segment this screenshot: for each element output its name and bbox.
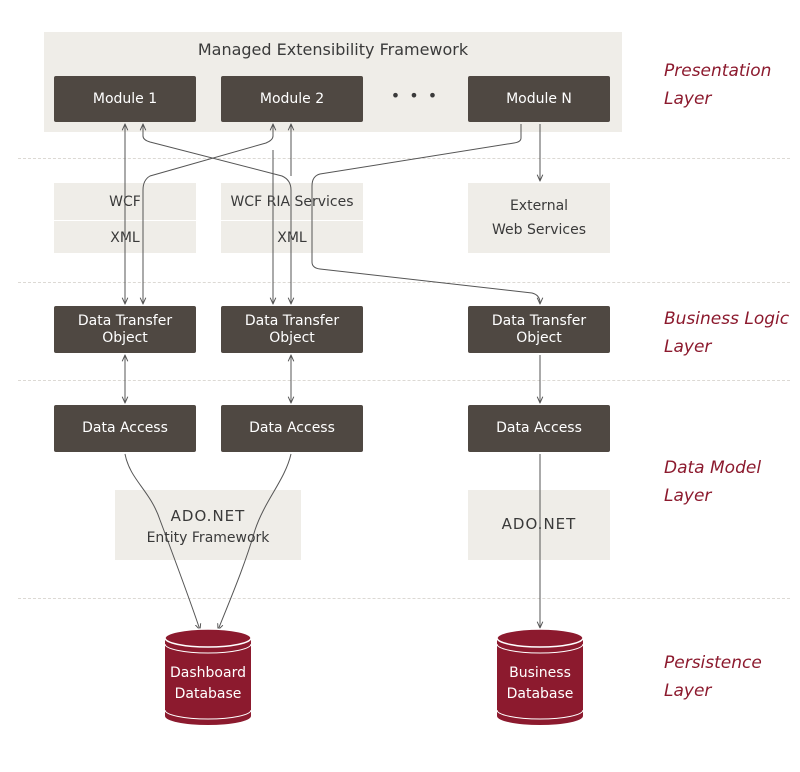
external-line2: Web Services bbox=[491, 222, 586, 238]
adonet-box bbox=[468, 490, 610, 560]
layer-datamodel-line1: Data Model bbox=[664, 458, 762, 478]
dashboard-db-line1: Dashboard bbox=[170, 665, 246, 681]
business-database-label: Business Database bbox=[494, 663, 586, 705]
separator-3 bbox=[18, 380, 790, 381]
ellipsis: • • • bbox=[390, 86, 440, 105]
dto-2-line2: Object bbox=[269, 329, 315, 346]
dto-2: Data Transfer Object bbox=[221, 306, 363, 353]
module-n: Module N bbox=[468, 76, 610, 122]
module-1: Module 1 bbox=[54, 76, 196, 122]
layer-persistence-line1: Persistence bbox=[664, 653, 762, 673]
adonet-ef-label: ADO.NET Entity Framework bbox=[115, 505, 301, 549]
layer-label-business-logic: Business Logic Layer bbox=[664, 305, 789, 361]
dto-1-line2: Object bbox=[102, 329, 148, 346]
layer-business-line2: Layer bbox=[664, 337, 712, 357]
data-access-1: Data Access bbox=[54, 405, 196, 452]
layer-persistence-line2: Layer bbox=[664, 681, 712, 701]
module-2: Module 2 bbox=[221, 76, 363, 122]
business-database-icon bbox=[496, 628, 584, 725]
adonet-ef-box bbox=[115, 490, 301, 560]
layer-label-presentation: Presentation Layer bbox=[664, 57, 771, 113]
adonet-ef-line2: Entity Framework bbox=[146, 530, 270, 546]
business-db-line1: Business bbox=[509, 665, 571, 681]
dto-2-line1: Data Transfer bbox=[244, 312, 340, 329]
separator-1 bbox=[18, 158, 790, 159]
adonet-label: ADO.NET bbox=[501, 515, 577, 533]
dto-1: Data Transfer Object bbox=[54, 306, 196, 353]
layer-presentation-line1: Presentation bbox=[664, 61, 772, 81]
data-access-2: Data Access bbox=[221, 405, 363, 452]
business-db-line2: Database bbox=[506, 686, 574, 702]
dto-3-line2: Object bbox=[516, 329, 562, 346]
dashboard-db-line2: Database bbox=[174, 686, 242, 702]
layer-datamodel-line2: Layer bbox=[664, 486, 712, 506]
layer-label-data-model: Data Model Layer bbox=[664, 454, 761, 510]
mef-title: Managed Extensibility Framework bbox=[197, 40, 469, 59]
layer-business-line1: Business Logic bbox=[664, 309, 790, 329]
dto-1-line1: Data Transfer bbox=[77, 312, 173, 329]
layer-presentation-line2: Layer bbox=[664, 89, 712, 109]
external-line1: External bbox=[509, 198, 569, 214]
external-web-services-box bbox=[468, 183, 610, 253]
separator-4 bbox=[18, 598, 790, 599]
external-web-services-label: External Web Services bbox=[468, 194, 610, 242]
dashboard-database-icon bbox=[164, 628, 252, 725]
separator-2 bbox=[18, 282, 790, 283]
dashboard-database-label: Dashboard Database bbox=[162, 663, 254, 705]
layer-label-persistence: Persistence Layer bbox=[664, 649, 762, 705]
adonet-ef-line1: ADO.NET bbox=[170, 507, 246, 525]
data-access-3: Data Access bbox=[468, 405, 610, 452]
dto-3-line1: Data Transfer bbox=[491, 312, 587, 329]
dto-3: Data Transfer Object bbox=[468, 306, 610, 353]
